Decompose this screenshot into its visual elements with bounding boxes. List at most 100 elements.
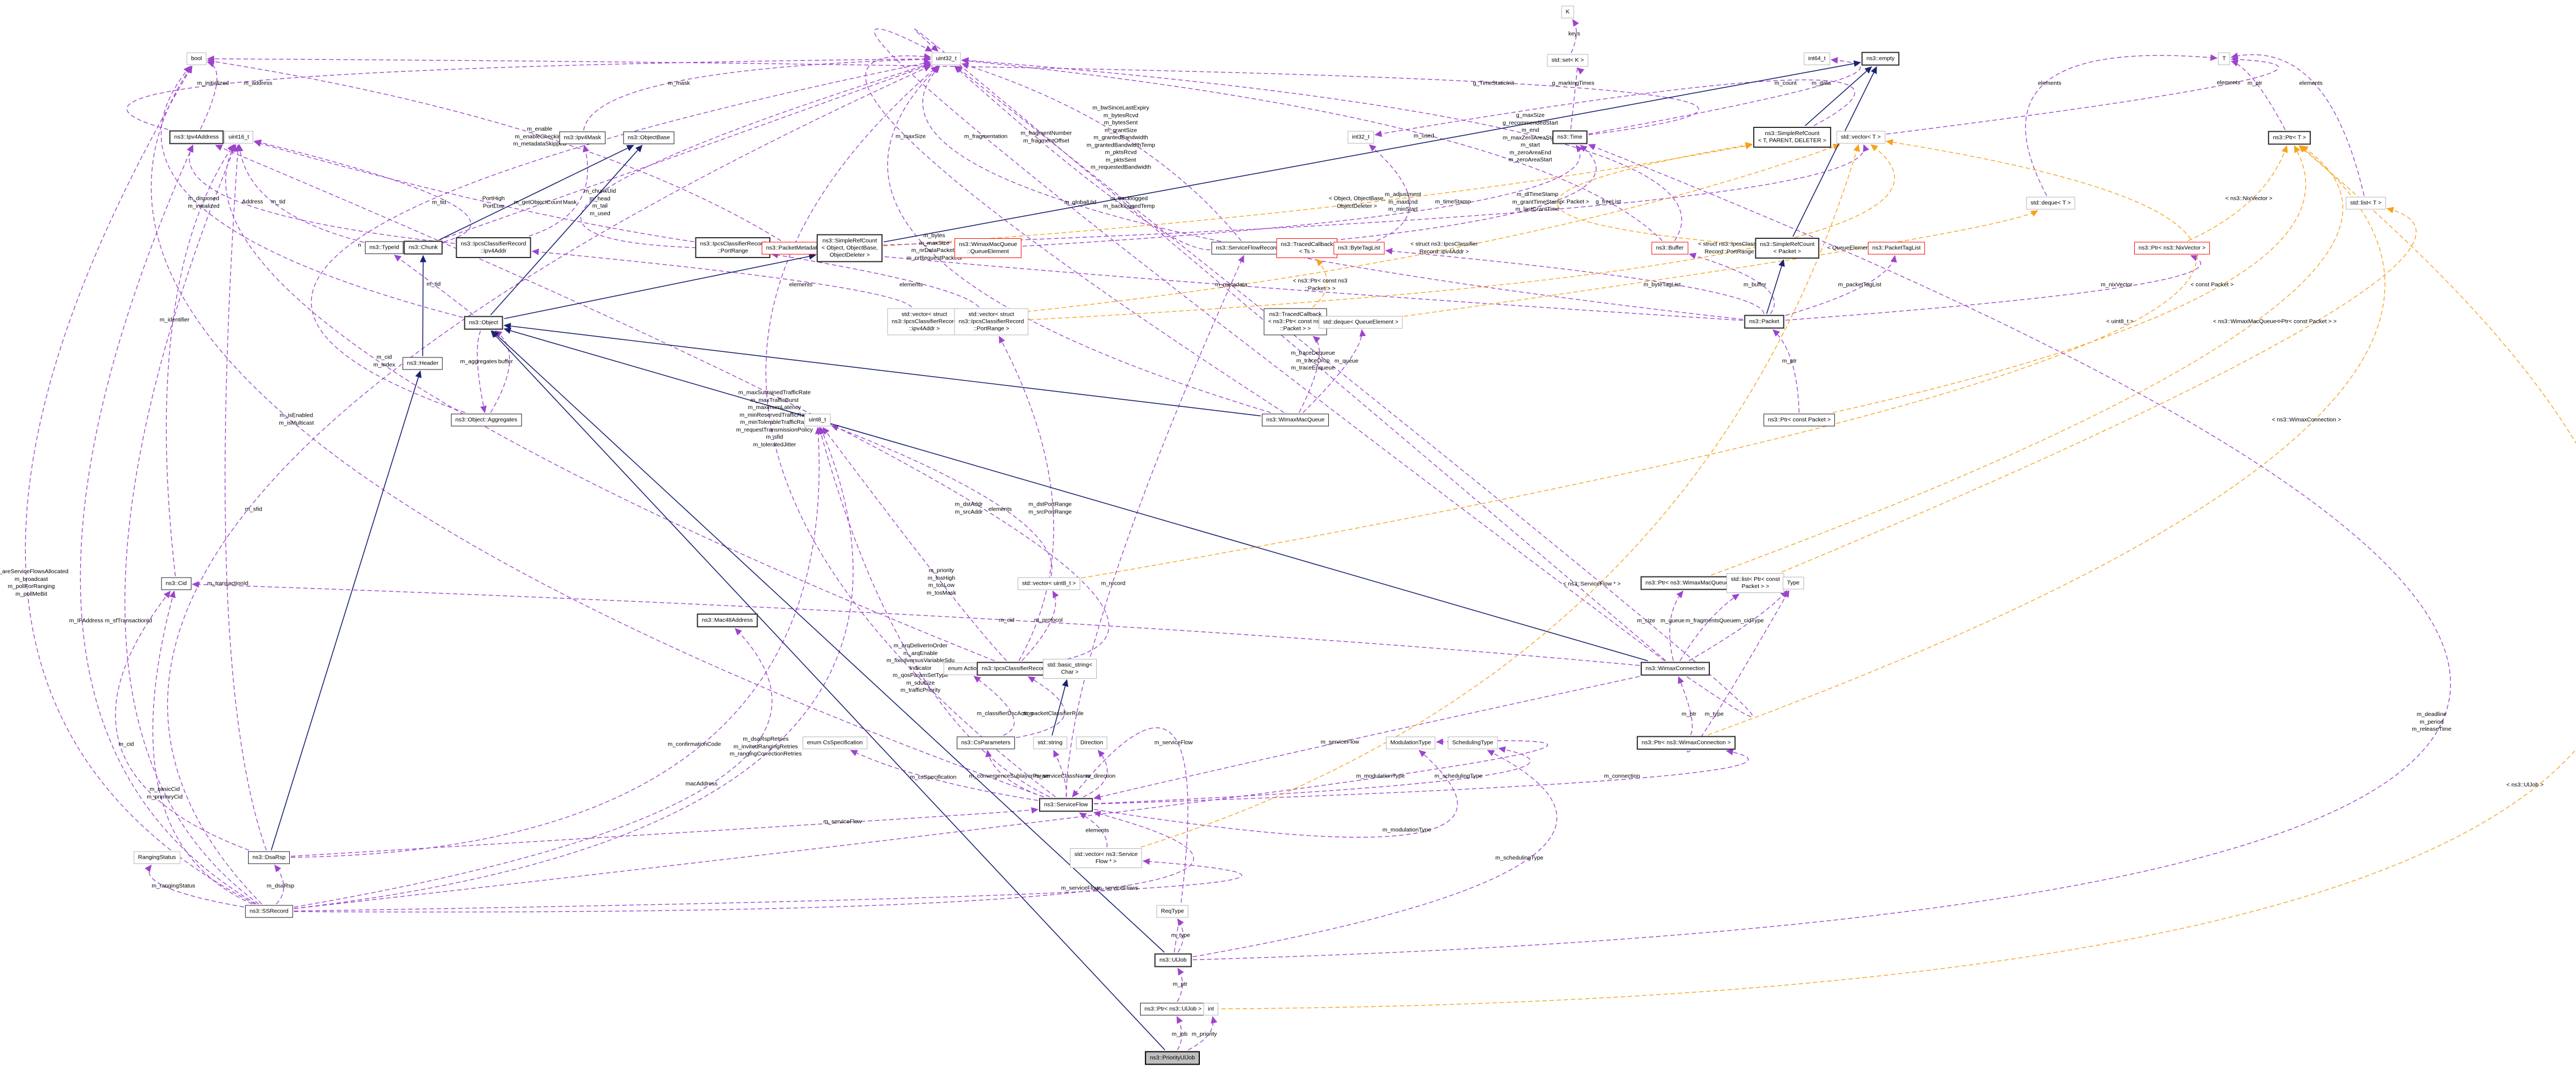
member-edge — [1385, 248, 1765, 314]
node-std-vector-uint8-t[interactable]: std::vector< uint8_t > — [1017, 577, 1081, 590]
node-std-list-t[interactable]: std::list< T > — [2345, 197, 2386, 210]
member-edge — [822, 427, 1007, 661]
member-edge — [394, 254, 474, 316]
node-ns3-ptr-t[interactable]: ns3::Ptr< T > — [2268, 131, 2311, 145]
node-ns3-packet[interactable]: ns3::Packet — [1744, 315, 1784, 329]
member-edge — [80, 144, 257, 905]
node-uint32-t[interactable]: uint32_t — [931, 52, 961, 65]
member-edge — [225, 144, 267, 850]
node-ns3-mac48address[interactable]: ns3::Mac48Address — [697, 613, 758, 628]
node-std-basic-string[interactable]: std::basic_string< Char > — [1042, 659, 1097, 679]
node-rangingstatus[interactable]: RangingStatus — [133, 851, 181, 864]
node-bool[interactable]: bool — [187, 52, 206, 65]
member-edge — [1669, 590, 1683, 661]
member-edge — [290, 807, 1039, 857]
node-ns3-ptr-const-packet[interactable]: ns3::Ptr< const Packet > — [1763, 413, 1836, 427]
member-edge — [1374, 79, 1855, 137]
template-edge — [1206, 145, 2576, 1010]
node-ns3-object-aggregates[interactable]: ns3::Object::Aggregates — [451, 413, 522, 427]
node-int64-t[interactable]: int64_t — [1804, 52, 1830, 65]
node-modulationtype[interactable]: ModulationType — [1385, 736, 1436, 749]
node-t[interactable]: T — [2218, 52, 2231, 65]
member-edge — [254, 140, 694, 243]
member-edge — [765, 65, 1056, 798]
node-ns3-simplerefcount[interactable]: ns3::SimpleRefCount < Packet > — [1755, 238, 1820, 259]
member-edge — [115, 590, 250, 851]
node-ns3-ptr-ns3-nixvector[interactable]: ns3::Ptr< ns3::NixVector > — [2134, 242, 2210, 255]
node-schedulingtype[interactable]: SchedulingType — [1447, 736, 1498, 749]
member-edge — [1283, 144, 1597, 245]
node-std-string[interactable]: std::string — [1033, 736, 1067, 749]
node-ns3-time[interactable]: ns3::Time — [1552, 130, 1587, 144]
node-std-set-k[interactable]: std::set< K > — [1547, 54, 1589, 67]
member-edge — [955, 65, 1753, 718]
node-ns3-simplerefcount[interactable]: ns3::SimpleRefCount < T, PARENT, DELETER… — [1753, 127, 1831, 148]
member-edge — [1065, 255, 1244, 797]
node-ns3-csparameters[interactable]: ns3::CsParameters — [957, 736, 1015, 749]
node-reqtype[interactable]: ReqType — [1156, 905, 1189, 918]
node-ns3-ptr-ns3-uljob[interactable]: ns3::Ptr< ns3::UlJob > — [1140, 1003, 1206, 1016]
member-edge — [225, 144, 995, 662]
node-ns3-dsarsp[interactable]: ns3::DsaRsp — [248, 851, 290, 864]
template-edge — [1141, 144, 1860, 848]
node-ns3-ipcsclassifierrecord[interactable]: ns3::IpcsClassifierRecord ::ipv4Addr — [456, 237, 531, 258]
node-ns3-ptr-ns3-wimaxconnection[interactable]: ns3::Ptr< ns3::WimaxConnection > — [1636, 736, 1736, 750]
node-ns3-ssrecord[interactable]: ns3::SSRecord — [245, 905, 293, 918]
node-std-deque-queueelement[interactable]: std::deque< QueueElement > — [1318, 316, 1403, 329]
template-edge — [2188, 145, 2288, 242]
node-std-vector-struct[interactable]: std::vector< struct ns3::IpcsClassifierR… — [887, 308, 962, 335]
node-ns3-header[interactable]: ns3::Header — [402, 357, 443, 370]
node-ns3-buffer[interactable]: ns3::Buffer — [1651, 242, 1688, 255]
node-enum-csspecification[interactable]: enum CsSpecification — [802, 736, 867, 749]
node-ns3-objectbase[interactable]: ns3::ObjectBase — [623, 131, 675, 144]
node-ns3-ipv4mask[interactable]: ns3::Ipv4Mask — [559, 131, 605, 144]
member-edge — [1570, 19, 1579, 53]
node-int32-t[interactable]: int32_t — [1348, 131, 1374, 144]
template-edge — [883, 143, 1753, 247]
node-ns3-ipv4address[interactable]: ns3::Ipv4Address — [169, 130, 224, 144]
member-edge — [126, 55, 931, 130]
node-std-list-ptr-const[interactable]: std::list< Ptr< const Packet > > — [1726, 573, 1784, 593]
member-edge — [1177, 967, 1184, 1002]
member-edge — [887, 65, 1271, 413]
node-ns3-tracedcallback[interactable]: ns3::TracedCallback < ns3::Ptr< const ns… — [1264, 308, 1327, 335]
node-ns3-typeid[interactable]: ns3::TypeId — [364, 241, 404, 254]
node-ns3-priorityuljob[interactable]: ns3::PriorityUlJob — [1144, 1051, 1200, 1065]
node-ns3-object[interactable]: ns3::Object — [464, 316, 503, 330]
node-ns3-wimaxmacqueue[interactable]: ns3::WimaxMacQueue ::QueueElement — [954, 238, 1022, 258]
member-edge — [831, 424, 1053, 577]
node-ns3-ptr-ns3-wimaxmacqueue[interactable]: ns3::Ptr< ns3::WimaxMacQueue > — [1640, 576, 1739, 590]
node-ns3-packettaglist[interactable]: ns3::PacketTagList — [1867, 242, 1926, 255]
member-edge — [826, 144, 1870, 248]
node-ns3-bytetaglist[interactable]: ns3::ByteTagList — [1333, 242, 1385, 255]
node-ns3-tracedcallback[interactable]: ns3::TracedCallback < Ts > — [1276, 238, 1338, 258]
member-edge — [1083, 749, 1108, 798]
member-edge — [914, 29, 1666, 662]
node-std-vector-ns3-service[interactable]: std::vector< ns3::Service Flow * > — [1070, 848, 1142, 868]
node-ns3-packetmetadata[interactable]: ns3::PacketMetadata — [761, 242, 825, 255]
node-ns3-wimaxmacqueue[interactable]: ns3::WimaxMacQueue — [1261, 413, 1329, 427]
node-direction[interactable]: Direction — [1076, 736, 1108, 749]
node-int[interactable]: int — [1203, 1003, 1219, 1016]
node-uint16-t[interactable]: uint16_t — [224, 131, 254, 144]
member-edge — [1688, 253, 1775, 314]
node-std-deque-t[interactable]: std::deque< T > — [2026, 197, 2075, 210]
node-std-vector-t[interactable]: std::vector< T > — [1836, 131, 1885, 144]
node-ns3-chunk[interactable]: ns3::Chunk — [403, 240, 443, 255]
node-ns3-cid[interactable]: ns3::Cid — [161, 577, 192, 590]
node-ns3-simplerefcount[interactable]: ns3::SimpleRefCount < Object, ObjectBase… — [816, 234, 883, 262]
node-std-vector-struct[interactable]: std::vector< struct ns3::IpcsClassifierR… — [954, 308, 1029, 335]
node-ns3-serviceflowrecord[interactable]: ns3::ServiceFlowRecord — [1211, 242, 1283, 255]
node-ns3-serviceflow[interactable]: ns3::ServiceFlow — [1039, 798, 1093, 812]
node-uint8-t[interactable]: uint8_t — [804, 413, 830, 427]
member-edge — [1368, 144, 1410, 242]
node-k[interactable]: K — [1561, 5, 1574, 19]
node-enum-action[interactable]: enum Action — [944, 662, 984, 675]
member-edge — [1570, 67, 1585, 130]
node-ns3-uljob[interactable]: ns3::UlJob — [1154, 953, 1192, 967]
node-ns3-empty[interactable]: ns3::empty — [1861, 52, 1900, 66]
node-type[interactable]: Type — [1782, 577, 1804, 590]
node-ns3-ipcsclassifierrecord[interactable]: ns3::IpcsClassifierRecord ::PortRange — [695, 237, 771, 258]
node-ns3-ipcsclassifierrecord[interactable]: ns3::IpcsClassifierRecord — [976, 662, 1052, 676]
node-ns3-wimaxconnection[interactable]: ns3::WimaxConnection — [1641, 662, 1710, 676]
